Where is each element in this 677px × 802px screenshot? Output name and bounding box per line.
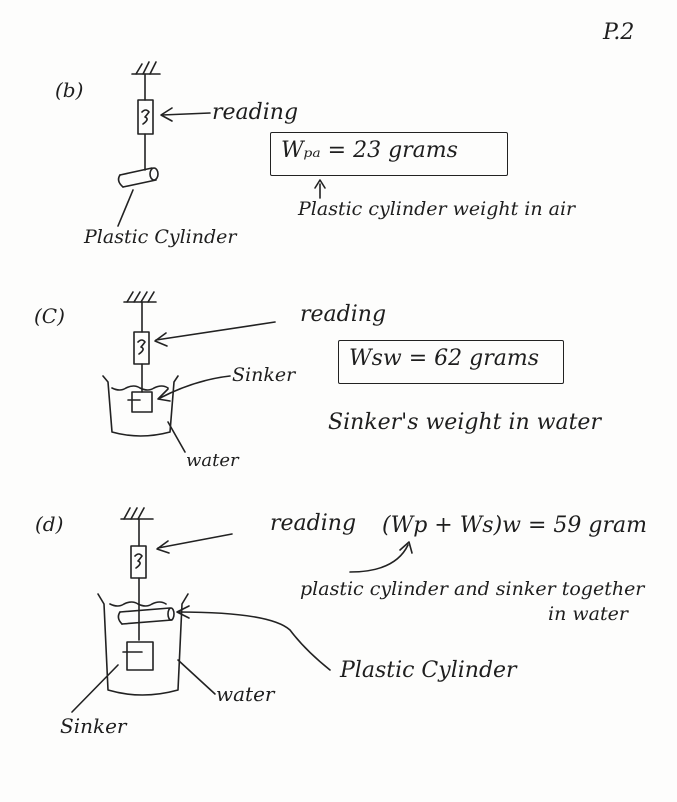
reading-label-d: reading [270,511,357,536]
spring-scale-d [71,507,413,713]
sinker-label-d: Sinker [60,714,127,738]
formula-c: Wsw = 62 grams [349,346,540,371]
formula-b: Wₚₐ = 23 grams [281,138,458,163]
sinker-label-c: Sinker [232,364,296,386]
formula-note-b: Plastic cylinder weight in air [298,198,576,220]
formula-box-c: Wsw = 62 grams [338,340,564,384]
section-label-b: (b) [55,78,84,102]
formula-d: (Wp + Ws)w = 59 gram [382,513,647,538]
reading-label-b: reading [212,100,299,125]
water-label-d: water [216,682,275,706]
note-d-line2: in water [548,603,628,625]
cylinder-label-d: Plastic Cylinder [340,658,517,683]
reading-label-c: reading [300,302,387,327]
spring-scale-c [102,291,276,453]
page-number: P.2 [603,20,635,45]
formula-note-c: Sinker's weight in water [328,410,601,435]
water-label-c: water [186,450,239,471]
note-d-line1: plastic cylinder and sinker together [300,578,645,600]
section-label-c: (C) [34,304,65,328]
formula-box-b: Wₚₐ = 23 grams [270,132,508,176]
section-label-d: (d) [35,512,64,536]
spring-scale-b [117,61,326,227]
object-label-b: Plastic Cylinder [84,226,237,248]
